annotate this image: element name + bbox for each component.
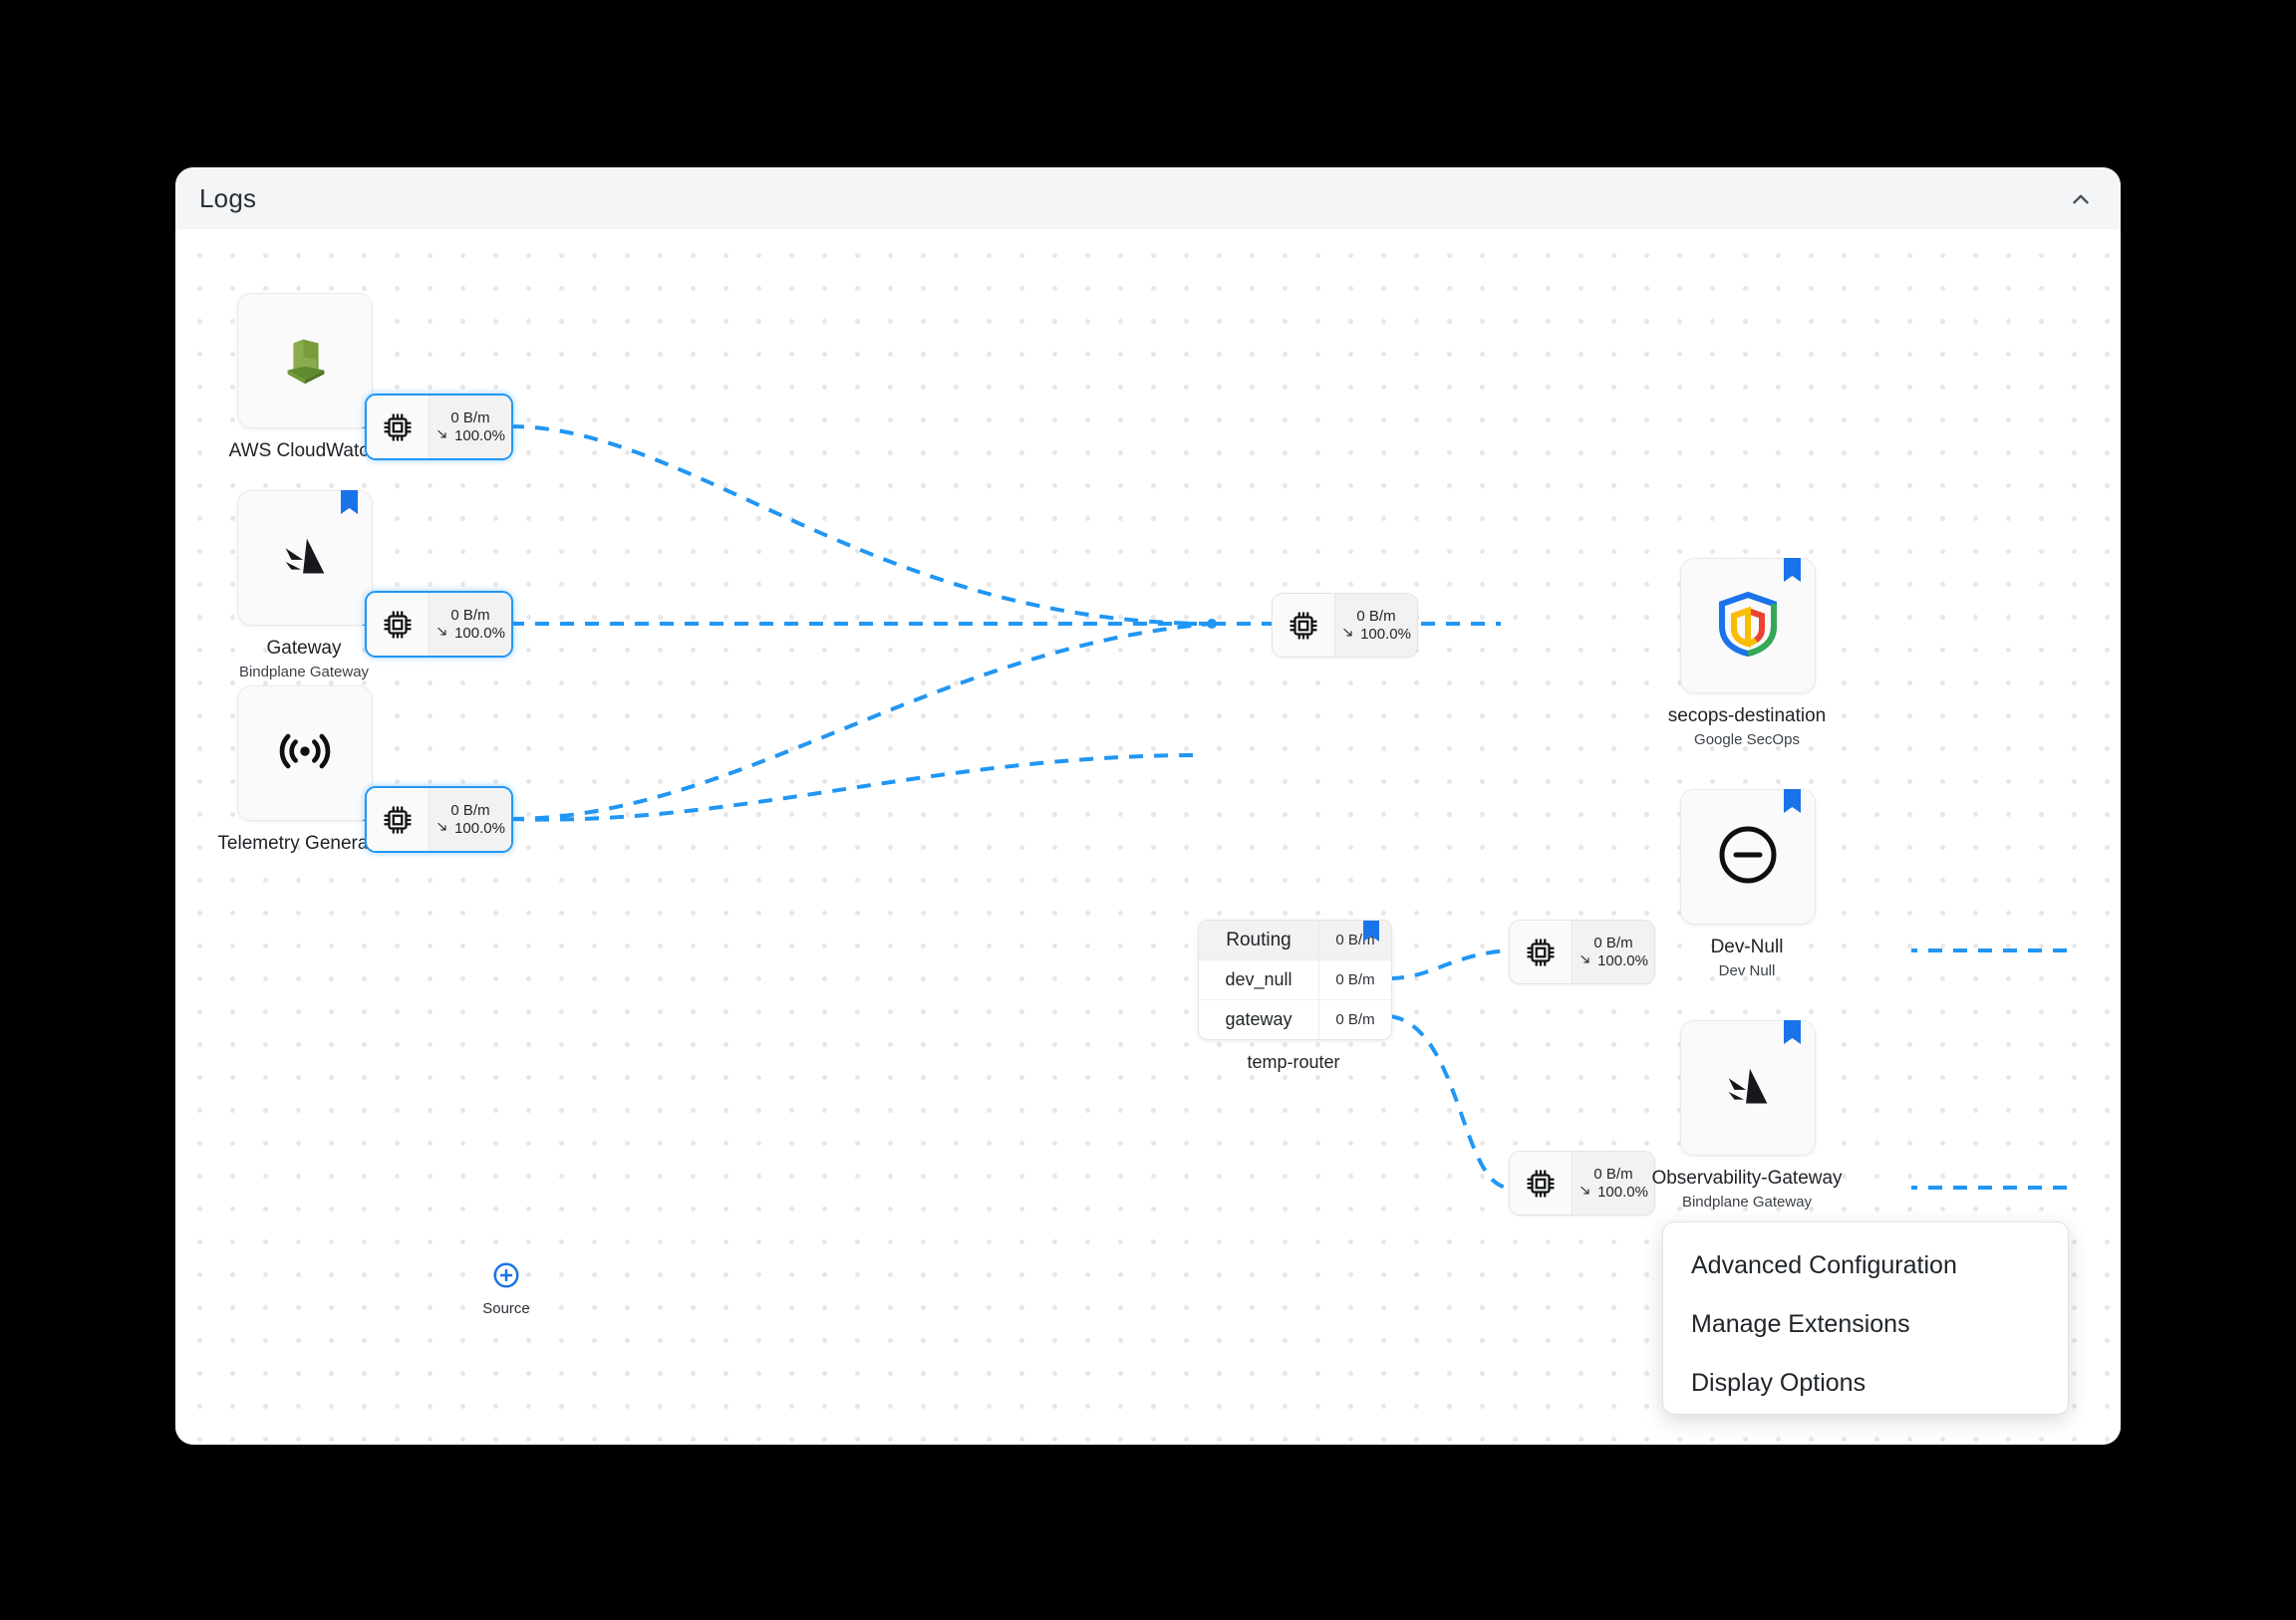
processor-percent-value: 100.0% [1360,625,1411,643]
destination-sub-observability-gateway: Bindplane Gateway [1681,1194,1813,1211]
arrow-down-right-icon [435,625,449,642]
destination-label-dev-null: Dev-Null [1710,937,1784,957]
processor-rate: 0 B/m [1593,934,1633,951]
processor-rate: 0 B/m [450,606,490,624]
bookmark-icon [1363,921,1379,942]
chip-icon [367,396,430,458]
processor-percent-value: 100.0% [454,624,505,642]
chip-icon [1510,921,1573,983]
router-label: temp-router [1247,1052,1340,1072]
processor-metrics: 0 B/m 100.0% [1573,921,1654,983]
processor-percent-value: 100.0% [454,819,505,837]
processor-node-proc-secops[interactable]: 0 B/m 100.0% [1272,593,1418,658]
chevron-up-icon[interactable] [2063,181,2099,217]
router-row-value: 0 B/m [1335,932,1375,948]
logs-pipeline-panel: Logs [175,167,2121,1445]
processor-node-proc-gateway[interactable]: 0 B/m 100.0% [365,591,513,658]
chip-icon [1273,594,1335,657]
processor-node-proc-devnull[interactable]: 0 B/m 100.0% [1509,920,1655,984]
arrow-down-right-icon [1578,1184,1592,1201]
arrow-down-right-icon [1578,952,1592,969]
aws-cloudwatch-icon [274,328,336,395]
bookmark-icon [341,490,358,514]
bindplane-logo-icon [274,525,336,592]
add-source-button[interactable]: Source [480,1260,532,1317]
page-title: Logs [199,183,257,213]
processor-percent: 100.0% [1578,1184,1648,1201]
processor-percent: 100.0% [435,625,505,642]
router-row-gateway[interactable]: gateway 0 B/m [1199,1000,1391,1039]
google-secops-shield-icon [1716,591,1780,662]
menu-item-display-options[interactable]: Display Options [1691,1369,1866,1397]
bookmark-icon [1784,789,1801,813]
processor-metrics: 0 B/m 100.0% [1573,1152,1654,1215]
chip-icon [367,593,430,656]
processor-metrics: 0 B/m 100.0% [1335,594,1417,657]
minus-circle-icon [1716,823,1780,892]
source-sub-gateway: Bindplane Gateway [238,664,370,680]
menu-item-advanced-configuration[interactable]: Advanced Configuration [1691,1251,1957,1279]
context-menu[interactable]: Advanced Configuration Manage Extensions… [1662,1221,2069,1415]
destination-node-secops-destination[interactable] [1680,558,1816,693]
arrow-down-right-icon [435,820,449,837]
add-source-label: Source [482,1300,530,1317]
processor-rate: 0 B/m [450,801,490,819]
processor-metrics: 0 B/m 100.0% [430,788,511,851]
edge-merge-point [1207,619,1217,629]
router-row-name: gateway [1199,1000,1319,1039]
processor-rate: 0 B/m [450,408,490,426]
processor-percent-value: 100.0% [454,426,505,444]
processor-rate: 0 B/m [1593,1165,1633,1183]
processor-rate: 0 B/m [1356,607,1396,625]
source-label-telemetry-generator: Telemetry Generator [217,833,391,854]
processor-percent: 100.0% [435,427,505,444]
router-row-value: 0 B/m [1335,971,1375,988]
menu-item-manage-extensions[interactable]: Manage Extensions [1691,1310,1910,1338]
router-row-header[interactable]: Routing 0 B/m [1199,921,1391,960]
processor-node-proc-obsgateway[interactable]: 0 B/m 100.0% [1509,1151,1655,1215]
processor-node-proc-telemetry[interactable]: 0 B/m 100.0% [365,786,513,853]
arrow-down-right-icon [1341,626,1355,643]
broadcast-icon [275,721,335,786]
processor-percent: 100.0% [435,820,505,837]
destination-label-secops-destination: secops-destination [1667,705,1827,726]
source-node-gateway[interactable] [237,490,373,626]
destination-sub-secops-destination: Google SecOps [1694,731,1800,748]
chip-icon [367,788,430,851]
source-label-gateway: Gateway [266,638,342,659]
panel-header: Logs [175,167,2121,230]
router-row-name: Routing [1199,921,1319,959]
router-row-value: 0 B/m [1335,1011,1375,1028]
bookmark-icon [1784,558,1801,582]
bookmark-icon [1784,1020,1801,1044]
source-node-telemetry-generator[interactable] [237,685,373,821]
bindplane-logo-icon [1717,1055,1779,1122]
processor-percent-value: 100.0% [1597,951,1648,969]
processor-metrics: 0 B/m 100.0% [430,396,511,458]
router-node-temp-router[interactable]: Routing 0 B/m dev_null 0 B/m gateway 0 B… [1198,920,1392,1040]
destination-node-dev-null[interactable] [1680,789,1816,925]
processor-percent-value: 100.0% [1597,1183,1648,1201]
processor-percent: 100.0% [1578,952,1648,969]
source-node-aws-cloudwatch[interactable] [237,293,373,428]
arrow-down-right-icon [435,427,449,444]
processor-metrics: 0 B/m 100.0% [430,593,511,656]
destination-label-observability-gateway: Observability-Gateway [1651,1168,1843,1189]
source-label-aws-cloudwatch: AWS CloudWatch [228,440,380,461]
destination-node-observability-gateway[interactable] [1680,1020,1816,1156]
plus-circle-icon [491,1262,521,1294]
router-row-dev-null[interactable]: dev_null 0 B/m [1199,960,1391,1000]
processor-percent: 100.0% [1341,626,1411,643]
destination-sub-dev-null: Dev Null [1718,962,1776,979]
chip-icon [1510,1152,1573,1215]
processor-node-proc-aws[interactable]: 0 B/m 100.0% [365,394,513,460]
router-row-name: dev_null [1199,960,1319,999]
